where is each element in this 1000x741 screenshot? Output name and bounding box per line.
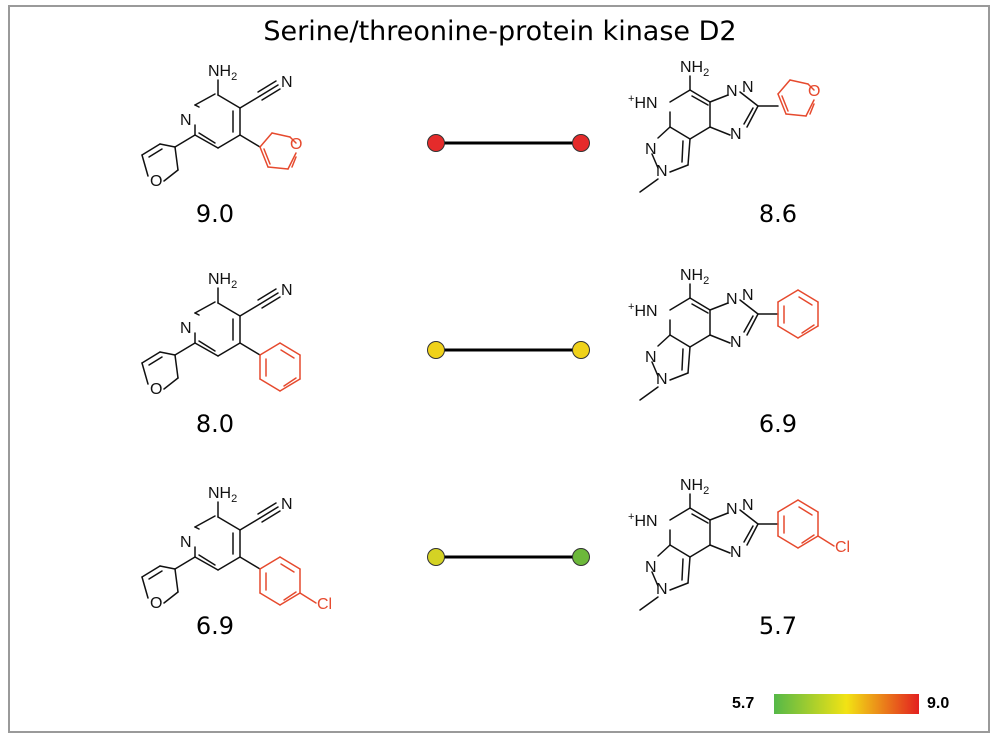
triazole-n4-label: N: [730, 544, 742, 561]
pyrazole-n2-label: N: [656, 581, 668, 598]
pyrazole-n1-label: N: [645, 141, 657, 158]
amine-label: NH2: [208, 485, 237, 505]
legend-max-label: 9.0: [927, 695, 950, 712]
pyrazole-n2-label: N: [656, 371, 668, 388]
aminonicotinonitrile-structure: NH2 N N O Cl: [141, 485, 332, 613]
right-activity-value: 8.6: [758, 200, 798, 228]
right-node: [572, 548, 590, 566]
activity-cliff-link: [427, 548, 590, 566]
amine-label: NH2: [680, 59, 709, 79]
pyrazolo-triazolo-pyrimidine-structure: NH2 +HN N N N N N O: [628, 59, 820, 193]
left-activity-value: 9.0: [195, 200, 235, 228]
legend-min-label: 5.7: [732, 695, 755, 712]
triazole-n4-label: N: [730, 126, 742, 143]
phenyl-substituent: [777, 289, 819, 339]
triazole-n2-label: N: [742, 79, 754, 96]
legend-gradient-bar: [774, 694, 919, 714]
chlorophenyl-substituent: Cl: [777, 499, 850, 556]
left-node: [427, 134, 445, 152]
furanyl-substituent: O: [777, 79, 820, 117]
aminonicotinonitrile-structure: NH2 N N O O: [141, 63, 302, 190]
pyridine-n-label: N: [180, 534, 192, 551]
aminonicotinonitrile-structure: NH2 N N O: [141, 271, 301, 398]
triazole-n1-label: N: [726, 501, 738, 518]
triazole-n2-label: N: [742, 287, 754, 304]
left-node: [427, 548, 445, 566]
furanyl-substituent: O: [259, 132, 302, 170]
left-node: [427, 341, 445, 359]
amine-label: NH2: [208, 271, 237, 291]
right-node: [572, 341, 590, 359]
furan-o-label: O: [150, 595, 162, 612]
protonated-nh-label: +HN: [628, 93, 658, 112]
phenyl-substituent: [259, 342, 301, 392]
figure-frame: [8, 5, 990, 733]
right-activity-value: 5.7: [758, 612, 798, 640]
chlorophenyl-substituent: Cl: [259, 556, 332, 613]
left-activity-value: 8.0: [195, 410, 235, 438]
figure-title: Serine/threonine-protein kinase D2: [263, 16, 737, 47]
pyridine-n-label: N: [180, 320, 192, 337]
nitrile-n-label: N: [281, 74, 293, 91]
pyrazole-n1-label: N: [645, 349, 657, 366]
substituent-o-label: O: [808, 83, 820, 100]
furan-o-label: O: [150, 381, 162, 398]
pyrazolo-triazolo-pyrimidine-structure: NH2 +HN N N N N N Cl: [628, 477, 850, 611]
amine-label: NH2: [680, 477, 709, 497]
activity-cliff-link: [427, 341, 590, 359]
chloro-label: Cl: [317, 596, 332, 613]
substituent-o-label: O: [290, 136, 302, 153]
protonated-nh-label: +HN: [628, 511, 658, 530]
furan-o-label: O: [150, 173, 162, 190]
chloro-label: Cl: [835, 539, 850, 556]
amine-label: NH2: [208, 63, 237, 83]
triazole-n2-label: N: [742, 497, 754, 514]
pyrazolo-triazolo-pyrimidine-structure: NH2 +HN N N N N N: [628, 267, 819, 401]
pyrazole-n2-label: N: [656, 163, 668, 180]
triazole-n1-label: N: [726, 83, 738, 100]
nitrile-n-label: N: [281, 496, 293, 513]
amine-label: NH2: [680, 267, 709, 287]
right-activity-value: 6.9: [758, 410, 798, 438]
protonated-nh-label: +HN: [628, 301, 658, 320]
activity-cliff-link: [427, 134, 590, 152]
triazole-n1-label: N: [726, 291, 738, 308]
nitrile-n-label: N: [281, 282, 293, 299]
pyrazole-n1-label: N: [645, 559, 657, 576]
pyridine-n-label: N: [180, 112, 192, 129]
right-node: [572, 134, 590, 152]
color-scale-legend: 5.7 9.0: [732, 694, 972, 716]
left-activity-value: 6.9: [195, 612, 235, 640]
triazole-n4-label: N: [730, 334, 742, 351]
